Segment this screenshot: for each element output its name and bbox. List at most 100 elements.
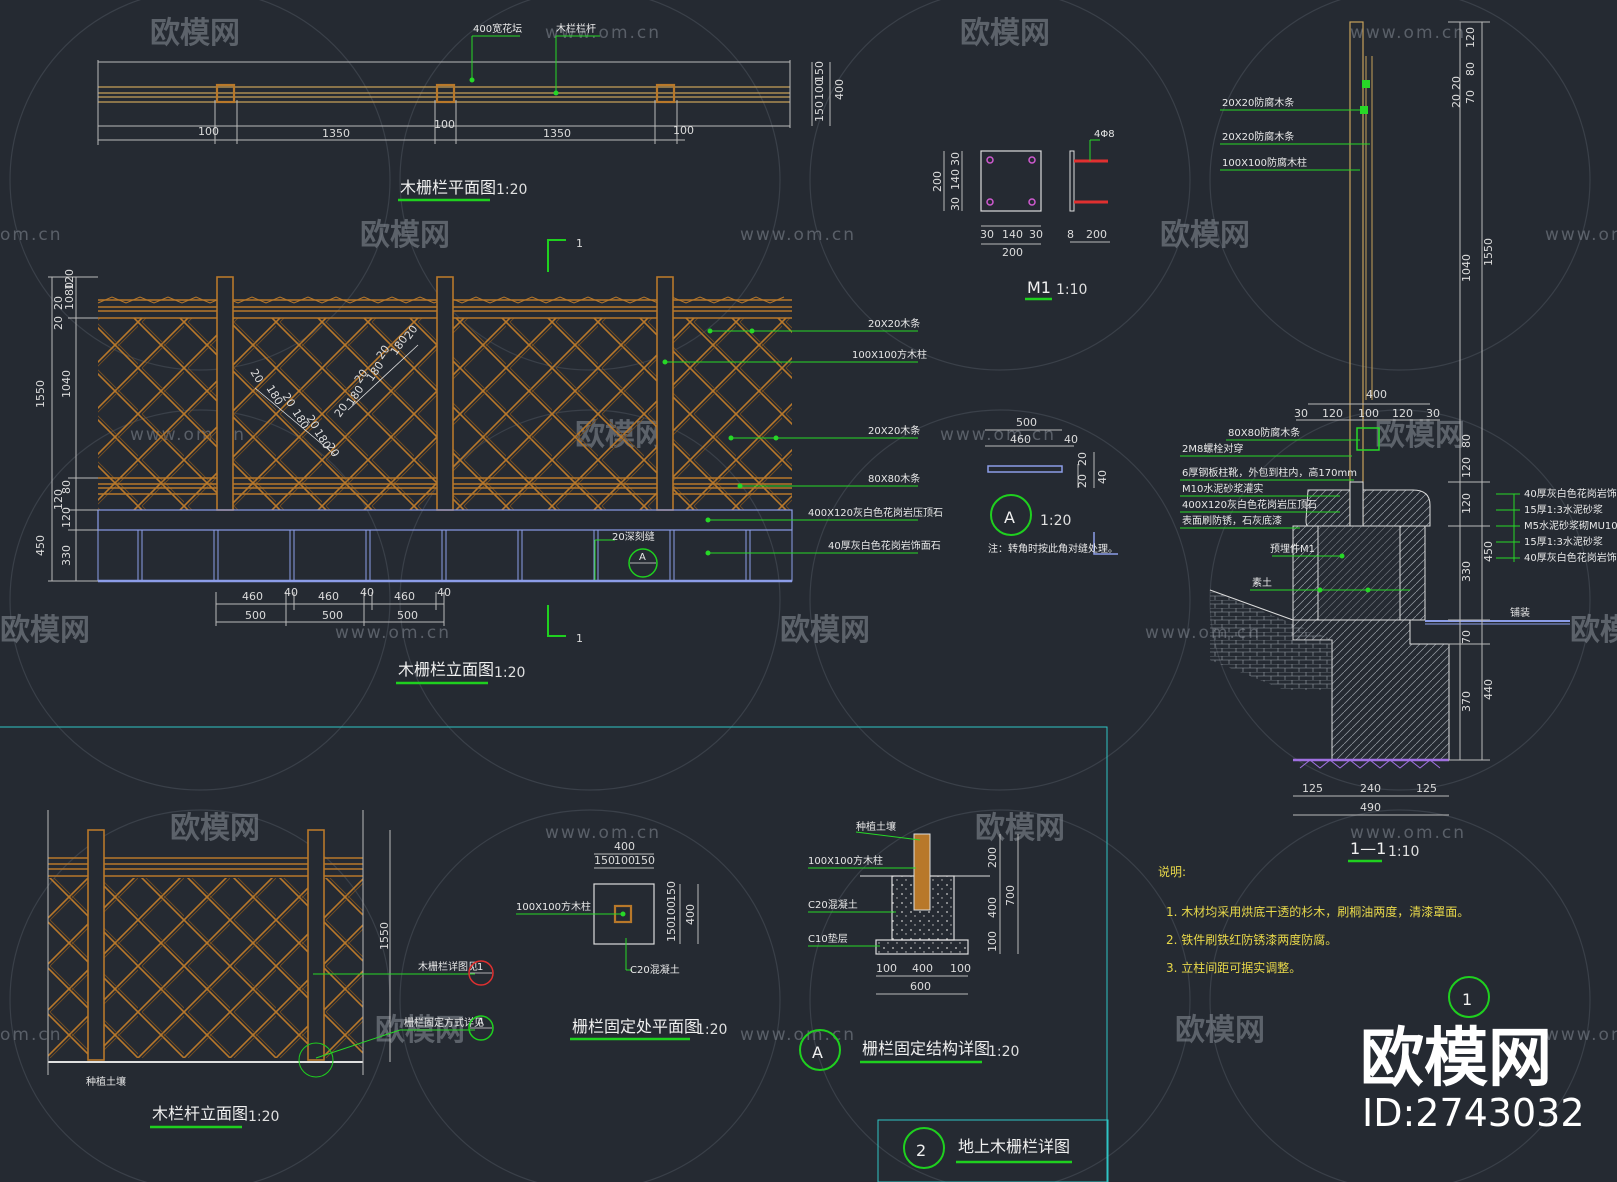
elev-label: 20X20木条 bbox=[868, 424, 920, 437]
elev-dim-bottom: 40 bbox=[437, 586, 451, 599]
section-label-right: 40厚灰白色花岗岩饰面石 bbox=[1524, 551, 1617, 564]
plan-title: 木栅栏平面图 bbox=[400, 178, 496, 197]
fix-detail-label: C10垫层 bbox=[808, 932, 848, 945]
elevation-post bbox=[216, 276, 234, 511]
section-label: 素土 bbox=[1252, 576, 1272, 589]
section-label: 预埋件M1 bbox=[1270, 543, 1315, 555]
elev-dim-left: 20 bbox=[52, 316, 65, 330]
rail-dim: 1550 bbox=[378, 922, 391, 950]
fix-detail-scale: 1:20 bbox=[988, 1044, 1019, 1060]
section-label: 100X100防腐木柱 bbox=[1222, 156, 1307, 169]
watermark-url: www.om.cn bbox=[545, 23, 661, 43]
fix-plan-scale: 1:20 bbox=[696, 1022, 727, 1038]
section-dim-bottom: 125 bbox=[1302, 782, 1323, 795]
section-dim-top: 400 bbox=[1366, 388, 1387, 401]
section-label: 表面刷防锈，石灰底漆 bbox=[1182, 514, 1282, 527]
fix-detail-dim: 700 bbox=[1004, 885, 1017, 906]
svg-text:1: 1 bbox=[477, 962, 483, 973]
notes-item: 1. 木材均采用烘底干透的杉木，刷桐油两度，清漆罩面。 bbox=[1166, 904, 1469, 919]
m1-embed-plate: 4Φ8 200 30 140 30 30 140 30 200 8 200 M1… bbox=[931, 129, 1115, 301]
elevation-post bbox=[436, 276, 454, 511]
rail-scale: 1:20 bbox=[248, 1109, 279, 1125]
elev-label: 20X20木条 bbox=[868, 317, 920, 330]
fence-elevation: 1 1 20 20 1080 120 1040 80 120 120 330 1… bbox=[34, 237, 943, 685]
watermark-brand: 欧模网 bbox=[975, 811, 1065, 846]
lattice-dim: 20 bbox=[279, 391, 297, 410]
detail-a: 500 460 40 20 20 40 A 1:20 注：转角时按此角对缝处理。 bbox=[985, 416, 1118, 555]
detail-a-title: A bbox=[1004, 508, 1015, 527]
fix-detail-dim: 100 bbox=[986, 931, 999, 952]
plan-dim-right: 100 bbox=[813, 79, 826, 100]
elev-label: 100X100方木柱 bbox=[852, 348, 927, 361]
plan-post bbox=[655, 83, 676, 104]
watermark-brand: 欧模网 bbox=[150, 16, 240, 51]
section-label: 20X20防腐木条 bbox=[1222, 130, 1294, 143]
section-dim-bottom: 125 bbox=[1416, 782, 1437, 795]
plan-dim: 1350 bbox=[322, 127, 350, 140]
fix-detail-label: C20混凝土 bbox=[808, 898, 858, 911]
detail-a-dim: 40 bbox=[1096, 470, 1109, 484]
model-id: ID:2743032 bbox=[1362, 1091, 1585, 1135]
section-dim: 80 bbox=[1460, 434, 1473, 448]
elev-label: 80X80木条 bbox=[868, 472, 920, 485]
fix-detail-label: 种植土壤 bbox=[856, 820, 896, 833]
rail-label: 栅栏固定方式详见 bbox=[404, 1016, 484, 1029]
section-label-right: M5水泥砂浆砌MU10砖 bbox=[1524, 519, 1617, 532]
groove-note: 20深刻缝 bbox=[612, 530, 655, 543]
watermark-url: www.om.cn bbox=[940, 425, 1056, 445]
lattice-dim: 20 bbox=[247, 367, 265, 386]
plan-dim-right: 150 bbox=[813, 61, 826, 82]
m1-rebar-label: 4Φ8 bbox=[1094, 129, 1115, 140]
section-dim-top: 30 bbox=[1294, 407, 1308, 420]
watermark-url: om.cn bbox=[0, 1025, 63, 1045]
section-label: 400X120灰白色花岗岩压顶石 bbox=[1182, 498, 1317, 511]
plan-label-planter: 400宽花坛 bbox=[473, 22, 522, 35]
callout-bubble-a: A bbox=[628, 548, 658, 578]
fix-plan-dim: 100 bbox=[665, 901, 678, 922]
m1-dim: 200 bbox=[1002, 246, 1023, 259]
elev-dim-bottom: 460 bbox=[394, 590, 415, 603]
fix-detail-callout: A bbox=[812, 1043, 823, 1062]
elev-dim-left: 120 bbox=[52, 489, 65, 510]
fix-detail-dim: 200 bbox=[986, 847, 999, 868]
m1-dim: 140 bbox=[949, 169, 962, 190]
callout-bubble-1: 1 bbox=[468, 960, 494, 986]
fix-plan-concrete-label: C20混凝土 bbox=[630, 963, 680, 976]
detail-a-bubble bbox=[990, 494, 1032, 536]
detail-a-dim: 20 bbox=[1076, 474, 1089, 488]
detail-a-dim: 20 bbox=[1076, 452, 1089, 466]
m1-dim: 200 bbox=[1086, 228, 1107, 241]
elev-label: 400X120灰白色花岗岩压顶石 bbox=[808, 506, 943, 519]
watermark-url: om.cn bbox=[0, 225, 63, 245]
stone-cladding bbox=[97, 529, 793, 582]
elev-dim-bottom: 40 bbox=[360, 586, 374, 599]
m1-title: M1 bbox=[1027, 278, 1051, 297]
watermark-brand: 欧模网 bbox=[360, 218, 450, 253]
detail-a-note: 注：转角时按此角对缝处理。 bbox=[988, 542, 1118, 555]
section-label: 6厚钢板柱靴，外包到柱内，高170mm bbox=[1182, 466, 1357, 479]
brand-logo: 欧模网 bbox=[1360, 1022, 1552, 1096]
elev-dim-bottom-outer: 500 bbox=[397, 609, 418, 622]
plan-post bbox=[435, 83, 456, 104]
section-1-1: 120 80 20 20 70 1040 1550 80 120 120 330… bbox=[1180, 21, 1617, 863]
section-dim: 70 bbox=[1460, 630, 1473, 644]
rail-post bbox=[87, 829, 105, 1061]
m1-dim: 30 bbox=[1029, 228, 1043, 241]
fix-detail-dim: 400 bbox=[912, 962, 933, 975]
fix-detail-label: 100X100方木柱 bbox=[808, 854, 883, 867]
detail-sheet-title: 地上木栅栏详图 bbox=[958, 1137, 1070, 1156]
section-title: 1—1 bbox=[1350, 839, 1386, 858]
elev-dim-left: 330 bbox=[60, 545, 73, 566]
m1-dim: 8 bbox=[1067, 228, 1074, 241]
fix-detail-dim: 600 bbox=[910, 980, 931, 993]
plan-dim: 100 bbox=[198, 125, 219, 138]
fix-plan-dim: 100 bbox=[614, 854, 635, 867]
section-dim: 370 bbox=[1460, 691, 1473, 712]
elev-dim-bottom: 40 bbox=[284, 586, 298, 599]
section-dim: 120 bbox=[1460, 457, 1473, 478]
plan-post bbox=[215, 83, 236, 104]
section-label: M10水泥砂浆灌实 bbox=[1182, 482, 1263, 495]
rail-elevation: 1550 木栅栏详图见 栅栏固定方式详见 1 A 种植土壤 木栏杆立面图 1:2… bbox=[47, 810, 494, 1129]
elev-dim-bottom-outer: 500 bbox=[245, 609, 266, 622]
